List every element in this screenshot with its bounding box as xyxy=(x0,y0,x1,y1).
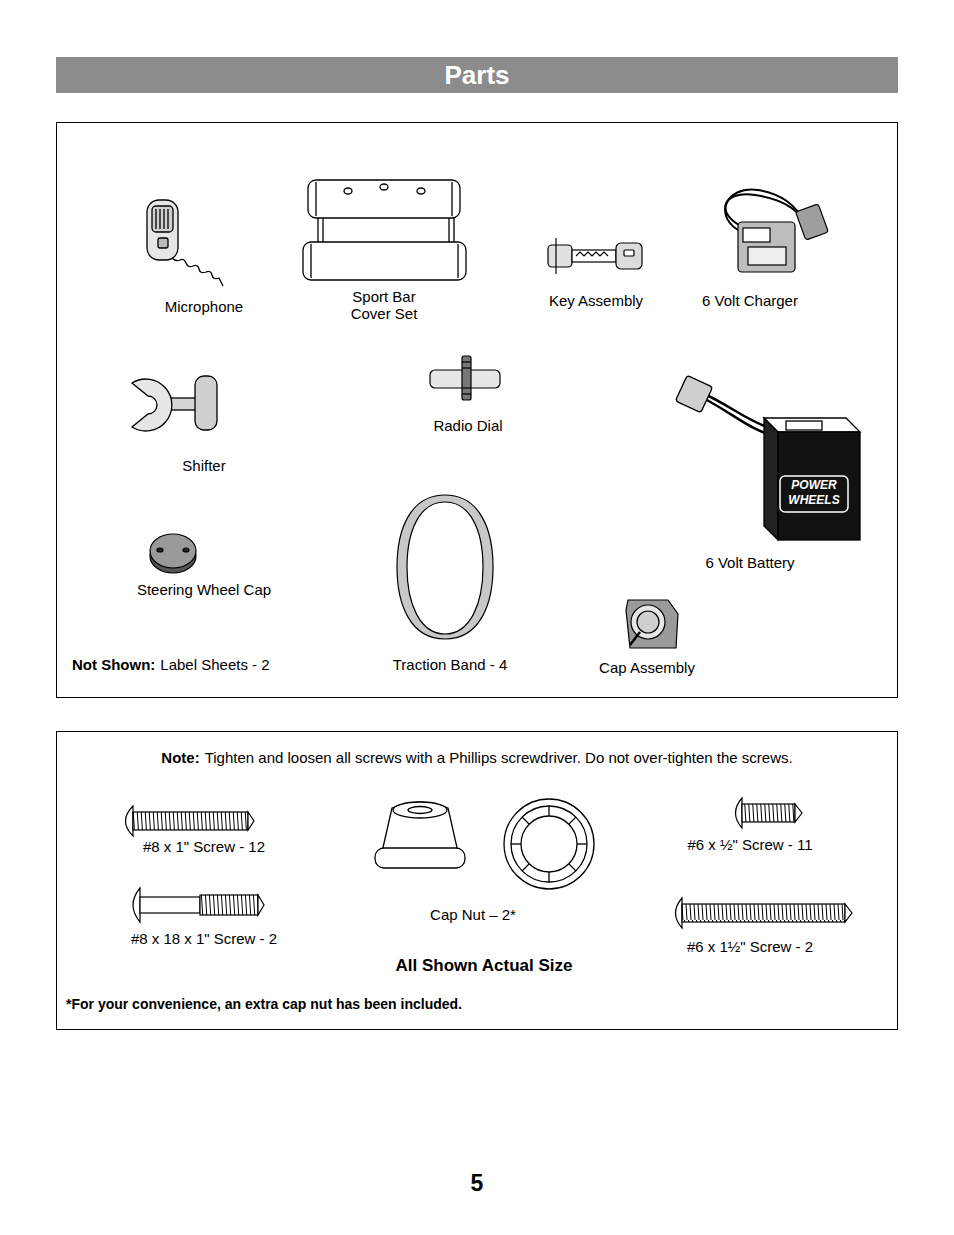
part-label: Sport Bar Cover Set xyxy=(351,288,418,322)
label-group: #8 x 1" Screw - 12 xyxy=(4,838,404,855)
logo-text: POWER WHEELS xyxy=(788,478,839,507)
part-label: Shifter xyxy=(182,457,225,474)
part-label: Microphone xyxy=(165,298,243,315)
part-label: #6 x ½" Screw - 11 xyxy=(687,836,812,853)
label-group: Sport Bar Cover Set xyxy=(338,288,430,322)
page-title: Parts xyxy=(56,57,898,93)
steering-cap-drawing xyxy=(150,534,196,573)
label-group: #8 x 18 x 1" Screw - 2 xyxy=(4,930,404,947)
label-group: 6 Volt Charger xyxy=(550,292,950,309)
part-label: #6 x 1½" Screw - 2 xyxy=(687,938,813,955)
label-group: Shifter xyxy=(4,457,404,474)
part-label: #8 x 1" Screw - 12 xyxy=(143,838,265,855)
sport-bar-drawing xyxy=(303,180,466,280)
radio-dial-drawing xyxy=(430,356,500,400)
note-heading: Note: xyxy=(161,749,199,766)
label-group: Not Shown: Label Sheets - 2 xyxy=(72,656,372,673)
key-assembly-drawing xyxy=(548,238,642,274)
microphone-drawing xyxy=(147,200,223,286)
label-group: #6 x ½" Screw - 11 xyxy=(550,836,950,853)
part-label: Label Sheets - 2 xyxy=(160,656,269,673)
label-group: All Shown Actual Size xyxy=(284,956,684,976)
label-group: Cap Nut – 2* xyxy=(273,906,673,923)
label-group: Traction Band - 4 xyxy=(250,656,650,673)
part-label: Steering Wheel Cap xyxy=(137,581,271,598)
note-heading: Not Shown: xyxy=(72,656,155,673)
footnote: *For your convenience, an extra cap nut … xyxy=(66,996,462,1012)
part-label: #8 x 18 x 1" Screw - 2 xyxy=(131,930,277,947)
page-number: 5 xyxy=(471,1170,484,1196)
label-group: 5 xyxy=(277,1170,677,1196)
cap-nut-drawing xyxy=(375,799,594,889)
label-group: Radio Dial xyxy=(268,417,668,434)
shifter-drawing xyxy=(132,376,217,431)
label-group: Steering Wheel Cap xyxy=(4,581,404,598)
label-group: Microphone xyxy=(4,298,404,315)
label-group: Cap Assembly xyxy=(447,659,847,676)
note-text: Tighten and loosen all screws with a Phi… xyxy=(205,749,793,766)
part-label: Cap Nut – 2* xyxy=(430,906,516,923)
charger-drawing xyxy=(725,189,828,272)
label-group: Note: Tighten and loosen all screws with … xyxy=(67,749,887,766)
label-group: 6 Volt Battery xyxy=(550,554,950,571)
label-group: POWER WHEELS xyxy=(781,478,847,508)
parts-panel xyxy=(57,123,898,698)
label-group: *For your convenience, an extra cap nut … xyxy=(66,996,866,1013)
cap-assembly-drawing xyxy=(626,600,678,648)
part-label: Radio Dial xyxy=(433,417,502,434)
part-label: Traction Band - 4 xyxy=(393,656,508,673)
traction-band-drawing xyxy=(397,495,493,639)
hardware-panel xyxy=(57,732,898,1030)
part-label: Key Assembly xyxy=(549,292,643,309)
size-note: All Shown Actual Size xyxy=(396,956,573,975)
label-group: #6 x 1½" Screw - 2 xyxy=(550,938,950,955)
battery-drawing xyxy=(675,375,860,540)
part-label: Cap Assembly xyxy=(599,659,695,676)
part-label: 6 Volt Charger xyxy=(702,292,798,309)
screw-drawing xyxy=(126,798,853,928)
part-label: 6 Volt Battery xyxy=(705,554,794,571)
